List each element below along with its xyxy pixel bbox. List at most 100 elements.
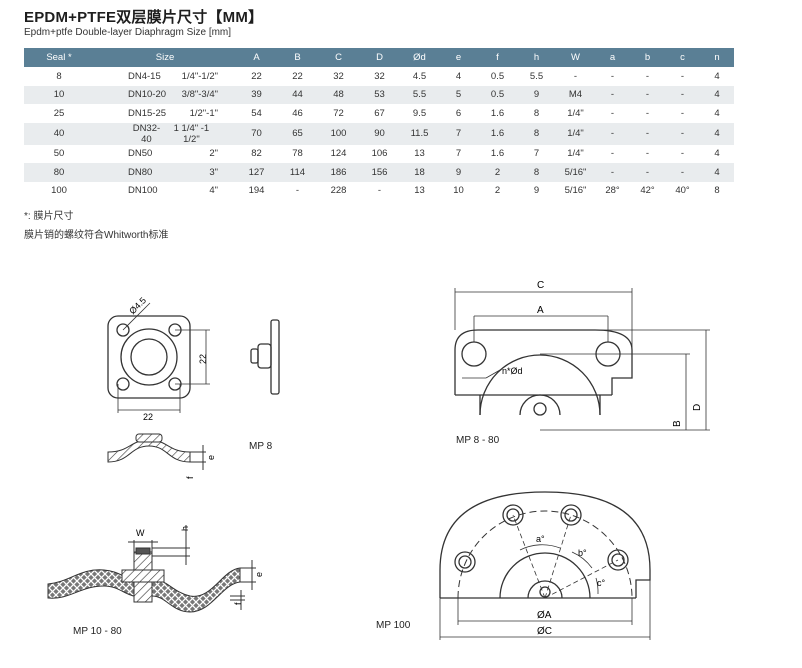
dim-W-label: W xyxy=(136,528,145,538)
dim-h-label: h xyxy=(180,526,190,531)
table-cell: 10 xyxy=(24,85,94,104)
table-cell: - xyxy=(377,185,382,197)
table-cell: 65 xyxy=(277,122,318,145)
size-inch: 4" xyxy=(209,185,218,197)
size-dn: DN32-40 xyxy=(132,122,161,145)
dim-a-label: a° xyxy=(536,534,545,544)
dim-OC-label: ØC xyxy=(537,626,552,637)
table-cell: - xyxy=(595,163,630,182)
table-cell: 8 xyxy=(714,185,720,197)
table-cell: 4 xyxy=(714,148,720,160)
table-cell: 46 xyxy=(292,107,303,119)
table-header-cell: f xyxy=(478,48,517,67)
table-cell: 67 xyxy=(374,107,385,119)
table-cell: 11.5 xyxy=(400,122,439,145)
table-header-cell: W xyxy=(556,48,595,67)
table-cell: 13 xyxy=(414,148,425,160)
note-seal: *: 膜片尺寸 xyxy=(24,211,74,222)
table-cell: 0.5 xyxy=(478,85,517,104)
table-cell: 39 xyxy=(236,85,277,104)
table-header-cell: a xyxy=(595,48,630,67)
table-cell: 10 xyxy=(453,185,464,197)
table-cell: - xyxy=(665,163,700,182)
table-cell: 28° xyxy=(605,185,620,197)
dim-22-horizontal: 22 xyxy=(143,412,153,422)
table-cell: 2 xyxy=(478,163,517,182)
size-inch: 2" xyxy=(209,148,218,160)
dim-nd-label: n*Ød xyxy=(502,366,523,376)
table-cell: - xyxy=(680,148,685,160)
size-dn: DN100 xyxy=(128,185,158,197)
table-cell: 5 xyxy=(439,85,478,104)
table-cell: 100 xyxy=(318,122,359,145)
table-cell: 8 xyxy=(517,122,556,145)
table-cell: 5.5 xyxy=(400,85,439,104)
table-cell: 186 xyxy=(318,163,359,182)
table-cell: 5/16" xyxy=(556,163,595,182)
table-cell: - xyxy=(645,148,650,160)
table-header-cell: c xyxy=(665,48,700,67)
table-cell: 124 xyxy=(330,148,347,160)
label-mp10-80: MP 10 - 80 xyxy=(73,626,122,637)
table-cell: 4 xyxy=(455,70,462,82)
table-cell: 1/4" xyxy=(567,148,584,160)
table-cell: - xyxy=(610,70,615,82)
table-cell: M4 xyxy=(556,85,595,104)
table-header-cell: A xyxy=(236,48,277,67)
table-cell: 8 xyxy=(517,163,556,182)
mp8-section-view xyxy=(107,433,206,470)
dim-B-label: B xyxy=(672,420,683,427)
table-cell: 1.6 xyxy=(490,148,505,160)
table-cell: 1/4" xyxy=(567,107,584,119)
dim-e-label-mp10: e xyxy=(254,572,264,577)
size-cell: DN15-25 1/2"-1" xyxy=(94,104,236,123)
label-mp100: MP 100 xyxy=(376,620,411,631)
dim-OA-label: ØA xyxy=(537,610,552,621)
table-cell: 78 xyxy=(292,148,303,160)
table-cell: 9 xyxy=(439,163,478,182)
table-cell: 13 xyxy=(414,185,425,197)
size-inch: 3/8"-3/4" xyxy=(181,89,218,101)
table-header-cell: Ød xyxy=(400,48,439,67)
table-cell: 4 xyxy=(700,163,734,182)
size-dn: DN4-15 xyxy=(128,70,161,82)
dim-f-label-mp8: f xyxy=(185,476,195,479)
table-cell: 72 xyxy=(333,107,344,119)
table-cell: 114 xyxy=(277,163,318,182)
table-cell: - xyxy=(680,107,685,119)
table-cell: 5/16" xyxy=(564,185,587,197)
table-cell: 194 xyxy=(248,185,265,197)
label-mp8: MP 8 xyxy=(249,441,273,452)
table-header-cell: e xyxy=(439,48,478,67)
size-inch: 1/4"-1/2" xyxy=(181,70,218,82)
table-cell: - xyxy=(645,70,650,82)
table-cell: 7 xyxy=(455,148,462,160)
dim-22-vertical: 22 xyxy=(198,354,208,364)
table-header-cell: B xyxy=(277,48,318,67)
table-cell: 25 xyxy=(53,107,65,119)
dim-f-label-mp10: f xyxy=(233,602,243,605)
table-cell: 5.5 xyxy=(529,70,544,82)
size-dn: DN15-25 xyxy=(128,107,167,119)
mp10-80-section-view xyxy=(47,525,256,613)
table-cell: 82 xyxy=(251,148,262,160)
size-inch: 1/2"-1" xyxy=(189,107,218,119)
dim-c-label: c° xyxy=(597,578,606,588)
dim-C-label: C xyxy=(537,280,544,291)
table-cell: 4 xyxy=(714,70,720,82)
table-cell: 8 xyxy=(533,107,540,119)
table-header-cell: b xyxy=(630,48,665,67)
table-cell: 42° xyxy=(640,185,655,197)
table-cell: 90 xyxy=(359,122,400,145)
dim-b-label: b° xyxy=(578,548,587,558)
table-cell: 4.5 xyxy=(412,70,427,82)
